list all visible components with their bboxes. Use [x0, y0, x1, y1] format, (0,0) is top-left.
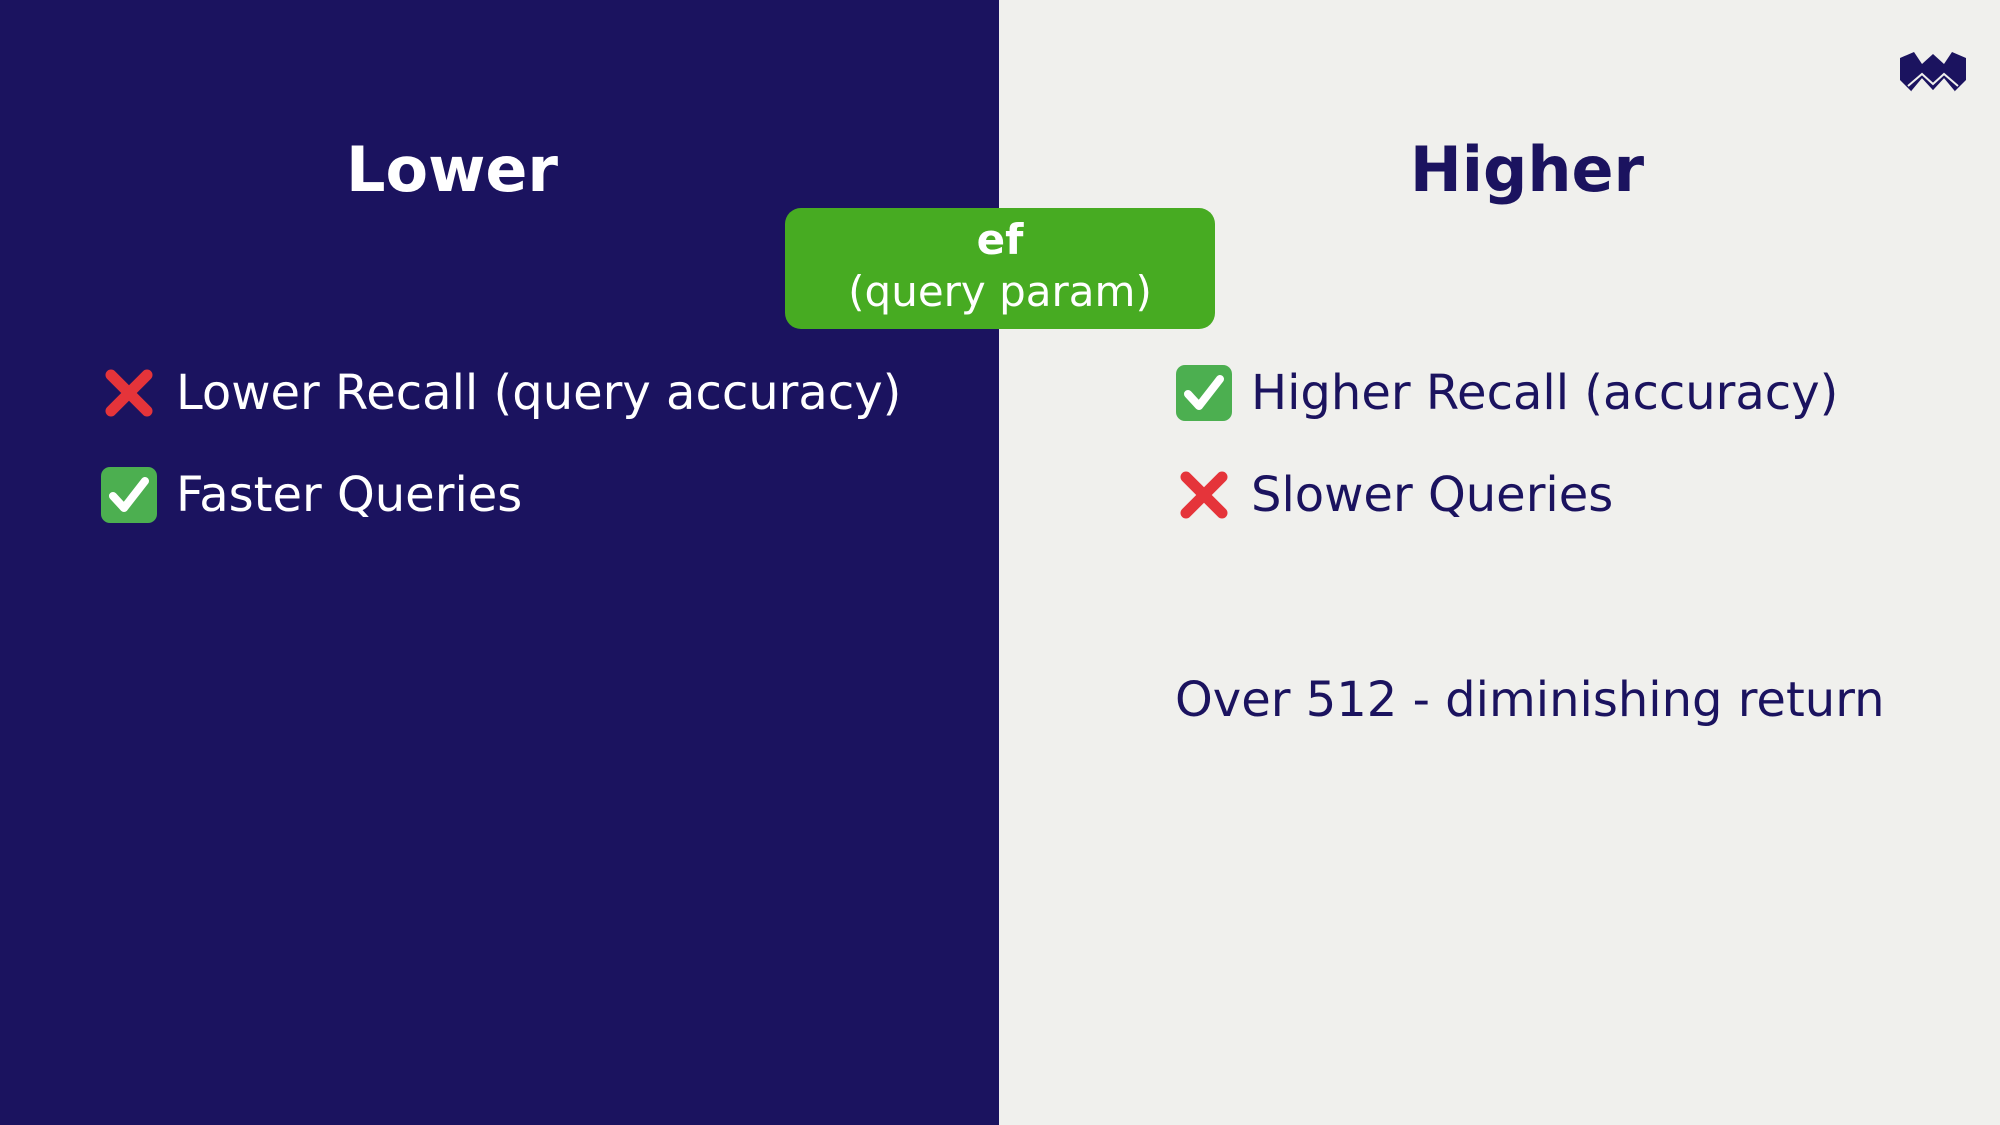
- higher-heading: Higher: [1409, 133, 1645, 206]
- parameter-name: ef: [976, 215, 1024, 264]
- diminishing-return-note: Over 512 - diminishing return: [1175, 672, 1885, 728]
- cross-mark-icon: [1175, 466, 1233, 524]
- list-item-label: Higher Recall (accuracy): [1251, 365, 1839, 421]
- parameter-description: (query param): [848, 267, 1152, 316]
- lower-heading: Lower: [345, 133, 558, 206]
- list-item-slower-queries: Slower Queries: [1175, 460, 1613, 530]
- list-item-label: Slower Queries: [1251, 467, 1614, 523]
- list-item-label: Faster Queries: [176, 467, 523, 523]
- list-item-higher-recall: Higher Recall (accuracy): [1175, 358, 1838, 428]
- cross-mark-icon: [100, 364, 158, 422]
- check-mark-icon: [100, 466, 158, 524]
- weaviate-logo-icon: [1898, 50, 1968, 94]
- left-panel: [0, 0, 999, 1125]
- list-item-lower-recall: Lower Recall (query accuracy): [100, 358, 901, 428]
- list-item-faster-queries: Faster Queries: [100, 460, 522, 530]
- check-mark-icon: [1175, 364, 1233, 422]
- right-panel: [999, 0, 2000, 1125]
- parameter-badge: ef (query param): [785, 208, 1215, 329]
- list-item-label: Lower Recall (query accuracy): [176, 365, 902, 421]
